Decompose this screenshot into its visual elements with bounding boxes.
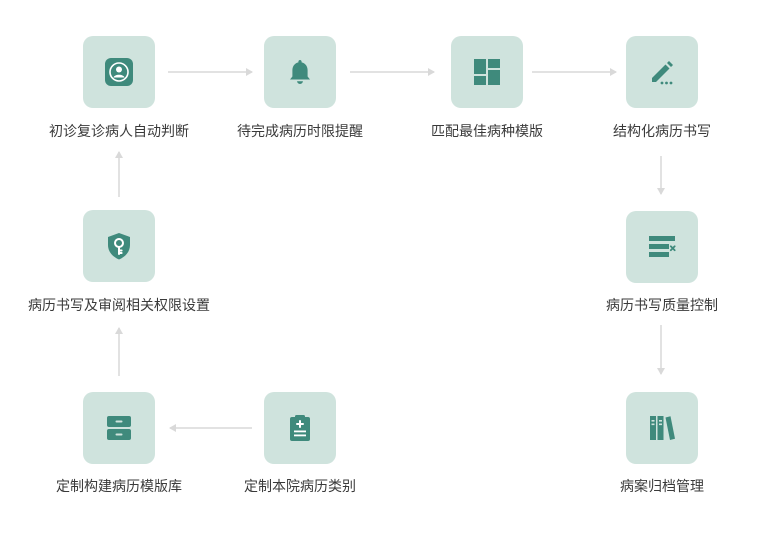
node-permission-tile: [83, 210, 155, 282]
node-record-category-label: 定制本院病历类别: [244, 479, 356, 495]
node-template-library-tile: [83, 392, 155, 464]
node-match-template-label: 匹配最佳病种模版: [431, 124, 543, 140]
bell-icon: [290, 60, 310, 84]
node-quality-control-tile: [626, 211, 698, 283]
drawer-icon: [107, 416, 131, 440]
node-initial-revisit-tile: [83, 36, 155, 108]
node-quality-control-label: 病历书写质量控制: [606, 298, 718, 314]
node-pending-reminder-label: 待完成病历时限提醒: [237, 124, 363, 140]
node-structured-writing-tile: [626, 36, 698, 108]
books-icon: [650, 416, 675, 440]
node-pending-reminder-tile: [264, 36, 336, 108]
list-check-icon: [649, 236, 676, 257]
node-archive-label: 病案归档管理: [620, 479, 704, 495]
node-structured-writing-label: 结构化病历书写: [613, 124, 711, 140]
pencil-icon: [652, 61, 673, 85]
node-template-library-label: 定制构建病历模版库: [56, 479, 182, 495]
patient-icon: [105, 58, 133, 86]
node-archive-tile: [626, 392, 698, 464]
clipboard-plus-icon: [290, 415, 310, 441]
key-shield-icon: [108, 233, 130, 260]
node-match-template-tile: [451, 36, 523, 108]
node-initial-revisit-label: 初诊复诊病人自动判断: [49, 124, 189, 140]
node-permission-label: 病历书写及审阅相关权限设置: [28, 298, 210, 314]
grid-layout-icon: [474, 59, 500, 85]
node-record-category-tile: [264, 392, 336, 464]
